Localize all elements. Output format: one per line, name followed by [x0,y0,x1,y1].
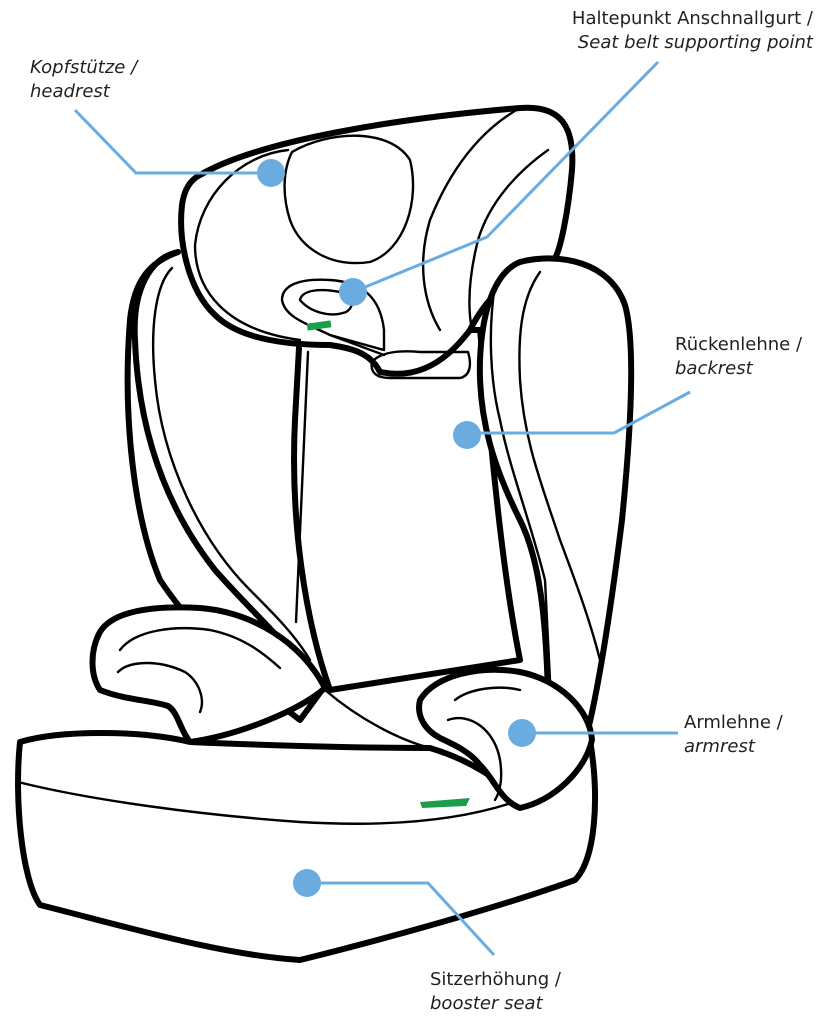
label-armrest-de: Armlehne / [684,711,783,735]
label-armrest: Armlehne / armrest [684,711,783,759]
label-backrest-de: Rückenlehne / [675,333,802,357]
belt-point-marker [339,278,367,306]
label-booster: Sitzerhöhung / booster seat [430,968,561,1016]
booster-marker [293,869,321,897]
label-belt-point: Haltepunkt Anschnallgurt / Seat belt sup… [572,7,813,55]
left-armrest [93,607,326,742]
label-belt-point-en: Seat belt supporting point [572,31,813,55]
label-headrest: Kopfstütze / headrest [30,56,137,104]
backrest-marker [453,421,481,449]
label-headrest-de: Kopfstütze / [30,56,137,80]
label-headrest-en: headrest [30,80,137,104]
label-booster-en: booster seat [430,992,561,1016]
label-belt-point-de: Haltepunkt Anschnallgurt / [572,7,813,31]
label-booster-de: Sitzerhöhung / [430,968,561,992]
headrest-marker [257,159,285,187]
label-backrest-en: backrest [675,357,802,381]
label-backrest: Rückenlehne / backrest [675,333,802,381]
label-armrest-en: armrest [684,735,783,759]
armrest-marker [508,719,536,747]
